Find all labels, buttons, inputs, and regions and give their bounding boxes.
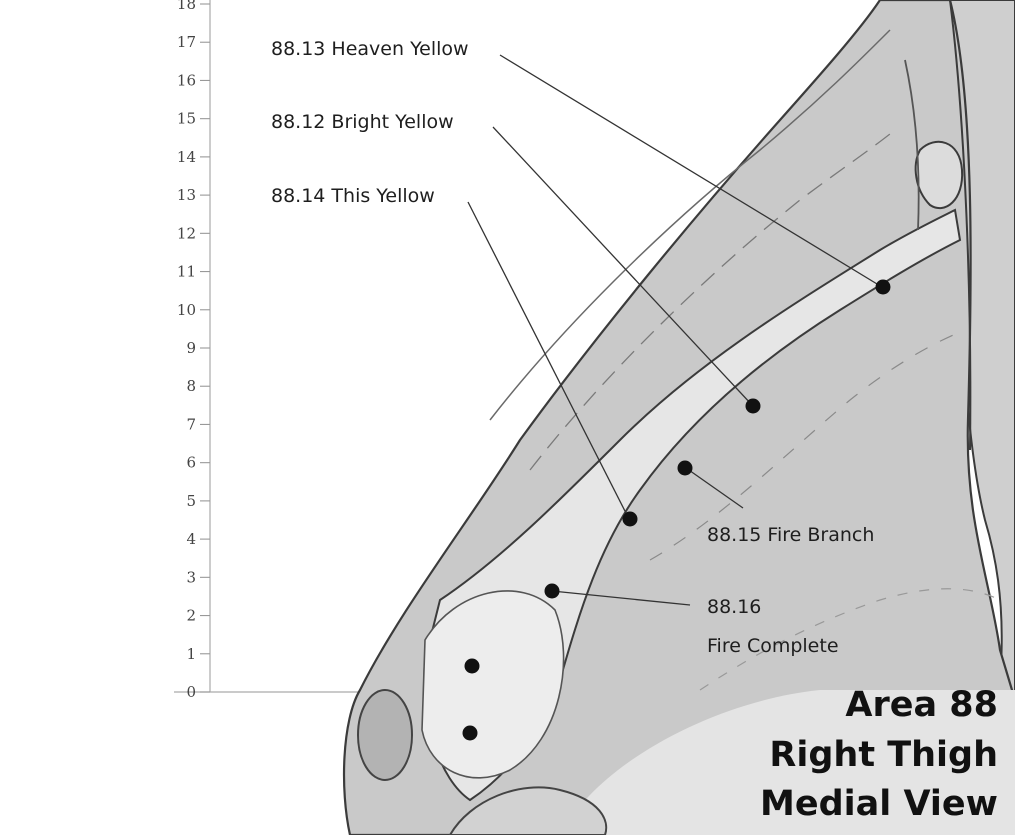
ruler-tick-label-18: 18 bbox=[177, 0, 196, 13]
point-8816[interactable] bbox=[544, 583, 560, 599]
point-8812[interactable] bbox=[745, 398, 761, 414]
ruler-tick-label-10: 10 bbox=[177, 301, 196, 319]
ruler-tick-label-15: 15 bbox=[177, 110, 196, 128]
leader-8814 bbox=[467, 201, 630, 520]
point-8815[interactable] bbox=[677, 460, 693, 476]
ruler-tick-label-17: 17 bbox=[177, 33, 196, 51]
ruler-tick-label-1: 1 bbox=[186, 645, 196, 663]
point-unlabeled-lower[interactable] bbox=[462, 725, 478, 741]
label-8815: 88.15 Fire Branch bbox=[707, 524, 874, 546]
ruler-tick-label-16: 16 bbox=[177, 71, 196, 89]
ruler-tick-label-2: 2 bbox=[186, 607, 196, 625]
label-8814: 88.14 This Yellow bbox=[271, 185, 435, 207]
ruler-tick-label-6: 6 bbox=[186, 454, 196, 472]
title-line-1: Area 88 bbox=[845, 685, 998, 725]
title-line-3: Medial View bbox=[760, 784, 998, 824]
label-8813: 88.13 Heaven Yellow bbox=[271, 38, 469, 60]
point-8813[interactable] bbox=[875, 279, 891, 295]
title-line-2: Right Thigh bbox=[769, 735, 998, 775]
label-8816-number: 88.16 bbox=[707, 596, 761, 618]
ruler-tick-label-4: 4 bbox=[186, 530, 196, 548]
point-unlabeled-upper[interactable] bbox=[464, 658, 480, 674]
ruler-tick-label-3: 3 bbox=[186, 568, 196, 586]
inner-edge-line bbox=[949, 0, 972, 451]
contour-line-a bbox=[489, 29, 891, 421]
ruler-tick-label-12: 12 bbox=[177, 224, 196, 242]
thigh-illustration bbox=[342, 0, 1015, 835]
label-8816-name: Fire Complete bbox=[707, 635, 839, 657]
contour-line-d bbox=[699, 588, 1001, 691]
knee-bulge bbox=[421, 590, 565, 779]
contour-line-c bbox=[649, 329, 966, 561]
ruler-tick-label-13: 13 bbox=[177, 186, 196, 204]
calf-top bbox=[448, 786, 608, 835]
ruler-tick-label-7: 7 bbox=[186, 415, 196, 433]
groin-fold bbox=[914, 140, 964, 210]
leader-8816 bbox=[551, 590, 691, 606]
ruler-tick-label-8: 8 bbox=[186, 377, 196, 395]
ruler-tick-label-9: 9 bbox=[186, 339, 196, 357]
leader-8815 bbox=[685, 467, 744, 509]
leader-lines bbox=[467, 54, 883, 606]
kneecap bbox=[357, 689, 413, 781]
point-8814[interactable] bbox=[622, 511, 638, 527]
ruler-tick-label-0: 0 bbox=[186, 683, 196, 701]
knee-shadow bbox=[560, 690, 1015, 835]
leader-8812 bbox=[492, 126, 753, 406]
label-8812: 88.12 Bright Yellow bbox=[271, 111, 454, 133]
ruler-tick-label-14: 14 bbox=[177, 148, 196, 166]
points bbox=[462, 279, 891, 741]
hip-crease bbox=[904, 59, 920, 231]
ruler-tick-label-11: 11 bbox=[177, 263, 196, 281]
leader-8813 bbox=[499, 54, 883, 288]
contour-line-b bbox=[529, 129, 896, 471]
ruler-tick-label-5: 5 bbox=[186, 492, 196, 510]
